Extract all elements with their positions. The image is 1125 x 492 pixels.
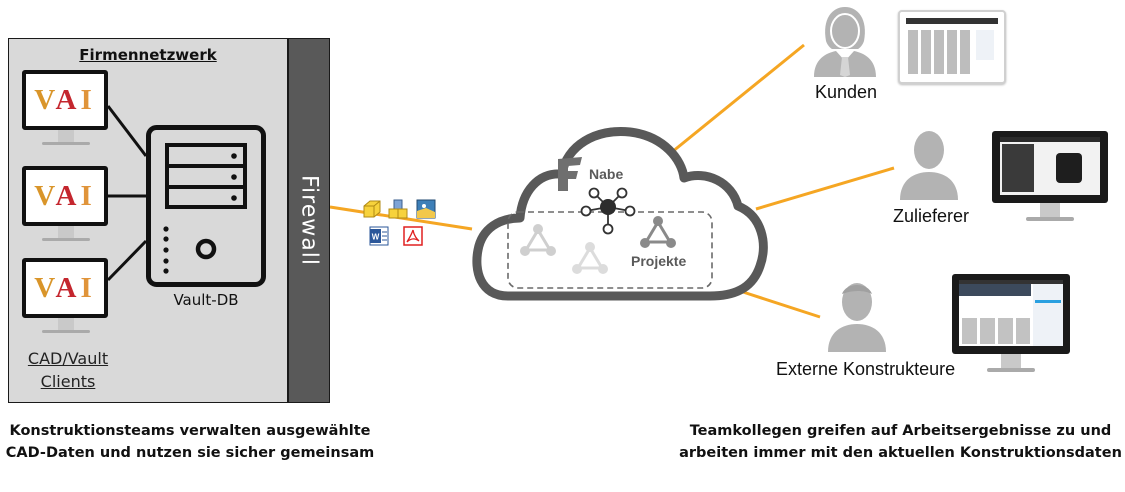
- client-server-links: [106, 105, 148, 282]
- client-monitor-1: VAI: [22, 70, 110, 160]
- side-panel: [976, 30, 994, 60]
- vai-logo-icon: VAI: [34, 271, 96, 304]
- connector-cloud-zulieferer: [755, 166, 895, 211]
- thumbnail-grid: [962, 318, 1030, 344]
- svg-text:W: W: [372, 233, 380, 242]
- viewer-screen: [1000, 137, 1100, 195]
- female-person-icon: [814, 7, 876, 77]
- firewall-label: Firewall: [296, 175, 322, 266]
- project-icon-active: [640, 216, 676, 248]
- hub-label: Nabe: [589, 166, 624, 182]
- tablet-device: [898, 10, 1006, 84]
- clients-label: CAD/Vault Clients: [27, 349, 109, 391]
- monitor-device: [992, 131, 1108, 227]
- app-titlebar: [906, 18, 998, 24]
- pdf-document-icon: [403, 226, 423, 246]
- projects-label: Projekte: [631, 253, 687, 269]
- hub-icon: [580, 187, 636, 235]
- firewall-bar: [288, 38, 330, 403]
- project-icon: [520, 224, 556, 256]
- thumbnail-grid: [908, 30, 972, 74]
- fusion-app-logo-icon: [558, 157, 582, 191]
- server-icon: [146, 125, 266, 287]
- project-icon: [572, 242, 608, 274]
- assembly-file-icon: [388, 199, 408, 219]
- link-client-1: [106, 105, 148, 157]
- web-app-screen: [959, 280, 1063, 346]
- monitor-device: [952, 274, 1070, 378]
- 3d-model: [1056, 153, 1082, 183]
- connector-cloud-kunden: [671, 43, 805, 154]
- male-person-icon: [828, 283, 886, 352]
- client-monitor-3: VAI: [22, 258, 110, 348]
- left-caption: Konstruktionsteams verwalten ausgewählte…: [5, 423, 375, 461]
- drawing-file-icon: [416, 199, 436, 219]
- connector-cloud-konstrukteure: [742, 290, 821, 319]
- server-label: Vault-DB: [173, 291, 239, 309]
- part-file-icon: [363, 200, 381, 218]
- monitor-screen: VAI: [22, 166, 108, 226]
- vai-logo-icon: VAI: [34, 83, 96, 116]
- word-document-icon: W: [369, 226, 389, 246]
- monitor-screen: VAI: [22, 258, 108, 318]
- right-caption: Teamkollegen greifen auf Arbeitsergebnis…: [679, 423, 1122, 461]
- male-person-icon: [900, 131, 958, 200]
- network-title: Firmennetzwerk: [79, 46, 217, 64]
- monitor-screen: VAI: [22, 70, 108, 130]
- link-client-3: [106, 239, 148, 282]
- client-monitor-2: VAI: [22, 166, 110, 256]
- kunden-label: Kunden: [815, 82, 878, 102]
- vai-logo-icon: VAI: [34, 179, 96, 212]
- konstrukteure-label: Externe Konstrukteure: [776, 359, 956, 379]
- zulieferer-label: Zulieferer: [893, 206, 970, 226]
